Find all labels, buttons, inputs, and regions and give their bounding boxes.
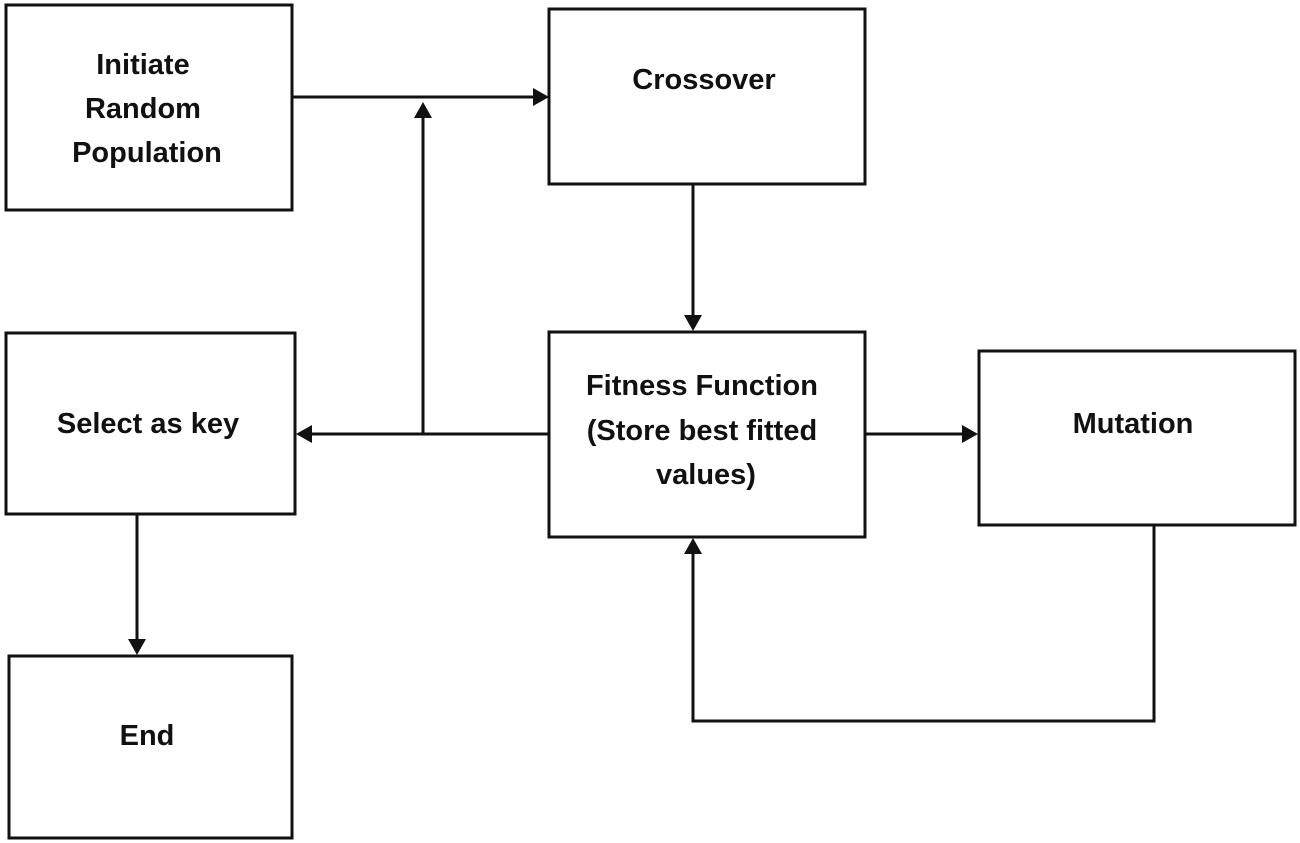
node-fitness-label: Fitness Function (Store best fitted valu… xyxy=(586,370,826,491)
node-select-label: Select as key xyxy=(57,408,239,440)
node-end-label: End xyxy=(120,720,175,752)
node-end-line-1: End xyxy=(120,720,175,752)
node-fitness: Fitness Function (Store best fitted valu… xyxy=(547,330,867,539)
node-crossover: Crossover xyxy=(547,7,867,186)
connectors xyxy=(128,88,1156,723)
node-end: End xyxy=(7,654,294,840)
node-mutation: Mutation xyxy=(977,349,1297,527)
edge-mutation-to-fitness xyxy=(691,521,1156,723)
node-initiate-line-3: Population xyxy=(72,137,222,169)
node-mutation-label: Mutation xyxy=(1073,408,1194,440)
node-initiate-box xyxy=(4,3,294,212)
node-fitness-line-1: Fitness Function xyxy=(586,370,818,402)
node-crossover-box xyxy=(547,7,867,186)
node-fitness-line-2: (Store best fitted xyxy=(587,415,817,447)
arrowhead-select-right xyxy=(296,425,312,443)
node-initiate: Initiate Random Population xyxy=(4,3,294,212)
arrowhead-loop-up xyxy=(414,102,432,118)
arrowhead-mutation-left xyxy=(962,425,978,443)
node-mutation-line-1: Mutation xyxy=(1073,408,1194,440)
node-initiate-line-2: Random xyxy=(85,93,201,125)
node-initiate-line-1: Initiate xyxy=(96,49,189,81)
node-select: Select as key xyxy=(4,331,297,516)
node-select-line-1: Select as key xyxy=(57,408,239,440)
node-select-box xyxy=(4,331,297,516)
arrowhead-fitness-bottom xyxy=(684,538,702,554)
node-fitness-box xyxy=(547,330,867,539)
arrowhead-crossover-left xyxy=(533,88,549,106)
node-mutation-box xyxy=(977,349,1297,527)
node-crossover-line-1: Crossover xyxy=(632,64,775,96)
arrowhead-end-top xyxy=(128,639,146,655)
node-fitness-line-3: values) xyxy=(656,459,756,491)
node-crossover-label: Crossover xyxy=(632,64,775,96)
arrowhead-fitness-top xyxy=(684,315,702,331)
node-initiate-label: Initiate Random Population xyxy=(72,49,222,169)
node-end-box xyxy=(7,654,294,840)
